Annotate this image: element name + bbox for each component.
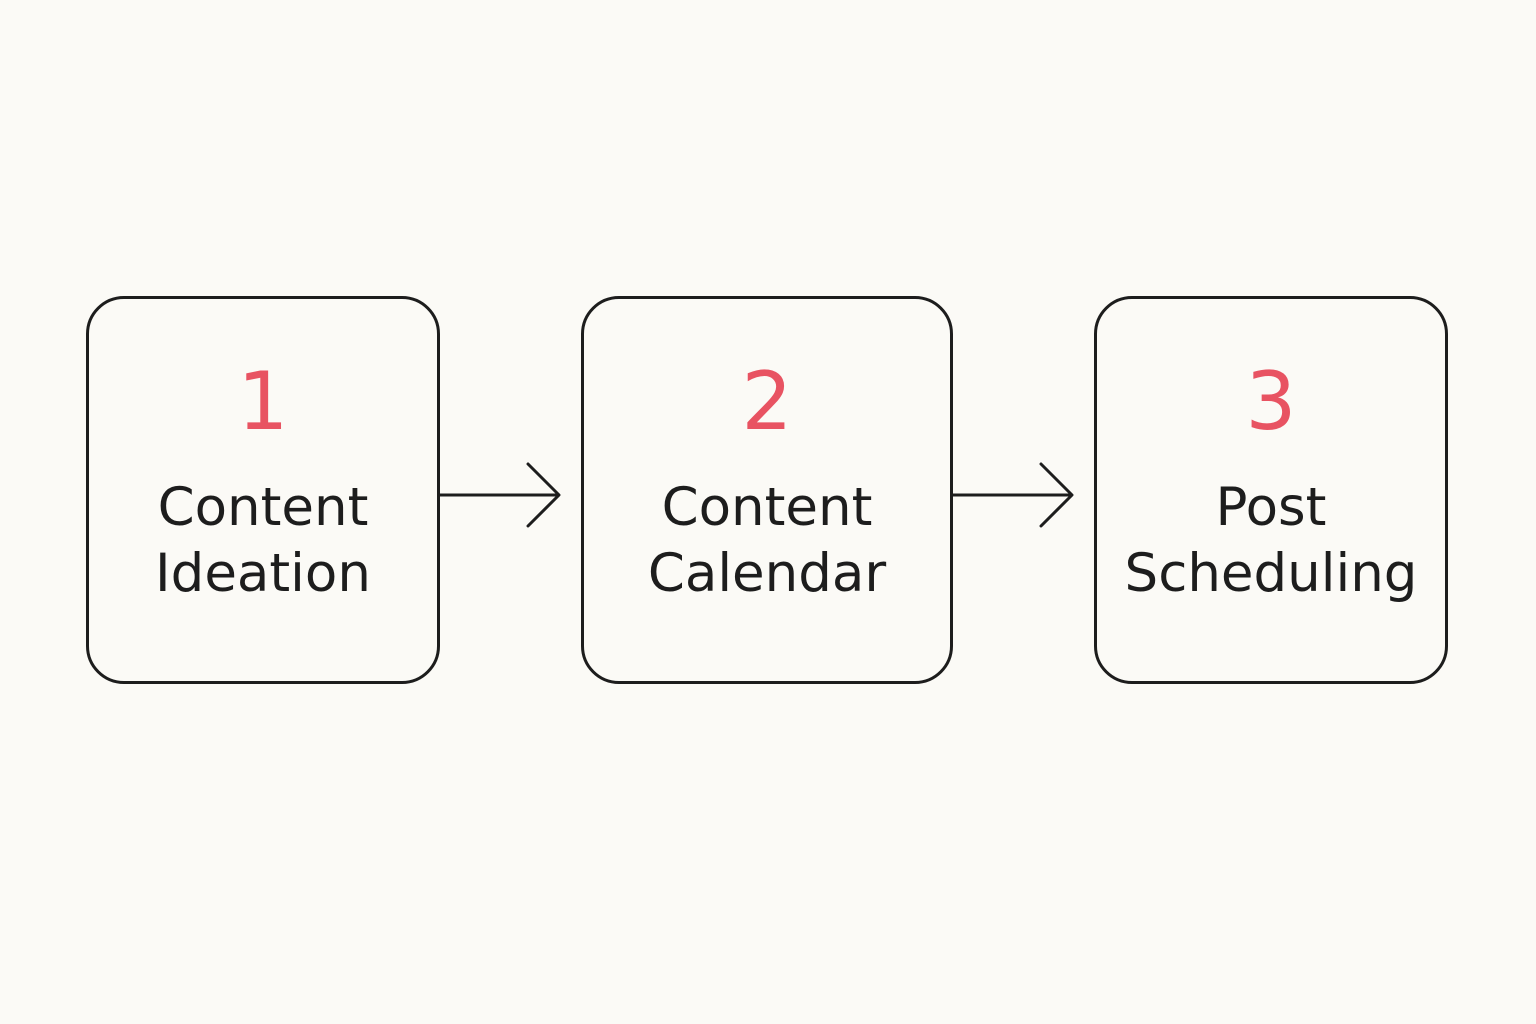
- step-label-line-1: Content: [157, 477, 369, 538]
- step-label-line-1: Post: [1215, 477, 1327, 538]
- step-box-content-ideation: 1 Content Ideation: [86, 296, 440, 684]
- step-label-line-2: Calendar: [647, 543, 887, 604]
- arrow-right-icon: [440, 462, 561, 528]
- step-label-line-2: Scheduling: [1124, 543, 1418, 604]
- step-number: 2: [741, 355, 793, 448]
- step-box-post-scheduling: 3 Post Scheduling: [1094, 296, 1448, 684]
- step-label: Content Calendar: [584, 475, 950, 607]
- step-label: Content Ideation: [89, 475, 437, 607]
- arrow-right-icon: [953, 462, 1074, 528]
- step-box-content-calendar: 2 Content Calendar: [581, 296, 953, 684]
- step-label-line-2: Ideation: [155, 543, 371, 604]
- step-label-line-1: Content: [661, 477, 873, 538]
- step-number: 1: [237, 355, 289, 448]
- step-number: 3: [1245, 355, 1297, 448]
- step-label: Post Scheduling: [1097, 475, 1445, 607]
